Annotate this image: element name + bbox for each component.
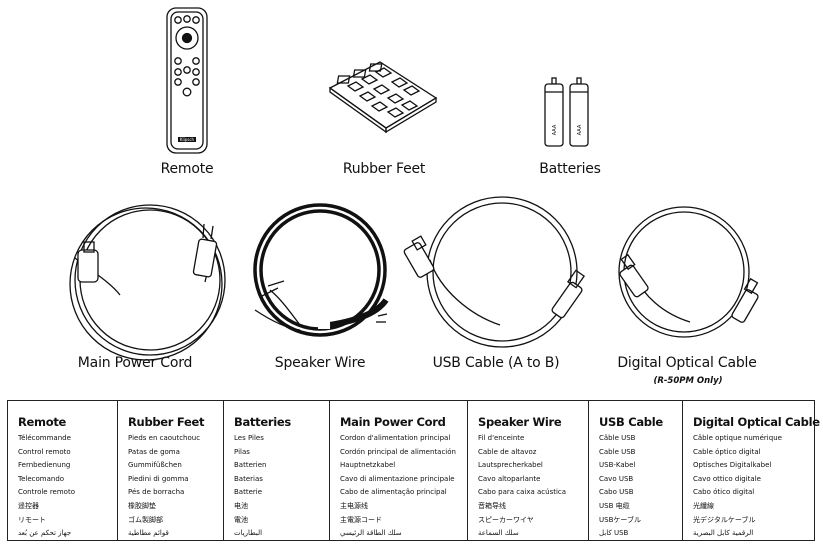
translation-entry: Pieds en caoutchouc (128, 434, 201, 442)
power-cord-icon (69, 204, 226, 361)
column-heading: Remote (18, 415, 67, 429)
translation-list: Les Piles Pilas Batterien Baterias Batte… (234, 432, 329, 541)
speaker-wire-icon (253, 203, 389, 337)
table-column-speaker-wire: Speaker Wire Fil d'enceinte Cable de alt… (468, 401, 589, 540)
speaker-wire-label: Speaker Wire (274, 355, 366, 371)
translation-entry: Batterien (234, 461, 267, 470)
translation-entry: سلك الطاقة الرئيسي (340, 529, 402, 538)
svg-text:AAA: AAA (577, 124, 583, 135)
translation-entry: كابل USB (599, 529, 629, 538)
translation-list: Fil d'enceinte Cable de altavoz Lautspre… (478, 432, 588, 541)
translation-entry: 橡胶脚垫 (128, 501, 156, 510)
translation-entry: Pilas (234, 447, 250, 456)
translation-entry: 主电源线 (340, 501, 368, 510)
translation-entry: ゴム製脚部 (128, 515, 163, 524)
column-heading: Main Power Cord (340, 415, 446, 429)
translation-entry: 主電源コード (340, 515, 382, 524)
optical-cable-icon (618, 206, 759, 338)
translation-entry: Batterie (234, 488, 263, 497)
translation-entry: Lautsprecherkabel (478, 461, 543, 470)
translation-entry: Cable USB (599, 447, 636, 456)
main-power-cord-label: Main Power Cord (77, 355, 193, 371)
translation-entry: Controle remoto (18, 488, 75, 497)
optical-cable-model-note: (R-50PM Only) (653, 376, 723, 386)
table-column-rubber-feet: Rubber Feet Pieds en caoutchouc Patas de… (118, 401, 224, 540)
translation-entry: Cabo para caixa acústica (478, 488, 567, 497)
remote-logo: Klipsch (180, 137, 195, 142)
translation-entry: 光デジタルケーブル (693, 515, 756, 524)
translation-entry: Optisches Digitalkabel (693, 461, 772, 470)
translation-entry: Cable de altavoz (478, 447, 537, 456)
translation-entry: Cavo di alimentazione principale (340, 474, 455, 483)
translation-entry: Gummifüßchen (128, 461, 182, 470)
translation-entry: Piedini di gomma (128, 474, 189, 483)
table-column-batteries: Batteries Les Piles Pilas Batterien Bate… (224, 401, 330, 540)
table-column-remote: Remote Télécommande Control remoto Fernb… (8, 401, 118, 540)
translation-entry: Telecomando (18, 474, 65, 483)
translation-entry: USB-Kabel (599, 461, 636, 470)
translation-list: Télécommande Control remoto Fernbedienun… (18, 432, 117, 541)
table-column-digital-optical-cable: Digital Optical Cable Câble optique numé… (683, 401, 820, 541)
svg-text:AAA: AAA (552, 124, 558, 135)
translation-entry: 音箱导线 (478, 501, 506, 510)
batteries-icon: AAA AAA (544, 77, 589, 147)
translation-entry: جهاز تحكم عن بُعد (18, 529, 72, 538)
translation-entry: USB 电缆 (599, 501, 630, 510)
column-heading: Batteries (234, 415, 291, 429)
remote-label: Remote (160, 161, 214, 177)
accessory-illustrations: Klipsch AAA AAA (69, 7, 759, 361)
translation-entry: USBケーブル (599, 515, 641, 524)
table-column-usb-cable: USB Cable Câble USB Cable USB USB-Kabel … (589, 401, 683, 540)
column-heading: Rubber Feet (128, 415, 205, 429)
translation-entry: Cable óptico digital (693, 447, 761, 456)
translation-entry: Fernbedienung (18, 461, 71, 470)
digital-optical-cable-label: Digital Optical Cable (617, 355, 757, 371)
translation-entry: Cavo USB (599, 474, 634, 483)
translation-list: Pieds en caoutchouc Patas de goma Gummif… (128, 432, 223, 541)
translation-entry: سلك السماعة (478, 529, 519, 538)
translation-entry: قوائم مطاطية (128, 529, 169, 538)
translation-entry: Cordon d'alimentation principal (340, 434, 451, 442)
translation-entry: Câble USB (599, 434, 636, 442)
translation-entry: Cabo USB (599, 488, 634, 497)
translation-entry: 电池 (234, 501, 248, 510)
usb-cable-icon (403, 196, 586, 348)
translation-entry: 電池 (234, 515, 248, 524)
translation-list: Câble optique numérique Cable óptico dig… (693, 432, 814, 541)
translation-entry: Fil d'enceinte (478, 434, 525, 442)
translation-table: Remote Télécommande Control remoto Fernb… (7, 400, 820, 541)
usb-cable-label: USB Cable (A to B) (432, 355, 560, 371)
translation-entry: Cordón principal de alimentación (340, 447, 456, 456)
column-heading: Speaker Wire (478, 415, 562, 429)
translation-entry: Cabo de alimentação principal (340, 488, 447, 497)
translation-entry: Câble optique numérique (693, 434, 782, 442)
batteries-label: Batteries (539, 161, 601, 177)
translation-entry: リモート (18, 515, 46, 524)
translation-entry: Baterias (234, 474, 263, 483)
column-heading: USB Cable (599, 415, 663, 429)
translation-entry: Télécommande (18, 434, 71, 442)
translation-entry: 光纖線 (693, 501, 714, 510)
translation-entry: スピーカーワイヤ (478, 515, 534, 524)
translation-entry: Cavo altoparlante (478, 474, 541, 483)
table-column-main-power-cord: Main Power Cord Cordon d'alimentation pr… (330, 401, 468, 540)
remote-icon: Klipsch (166, 7, 208, 154)
translation-entry: Cabo ótico digital (693, 488, 755, 497)
translation-entry: Patas de goma (128, 447, 180, 456)
translation-entry: Hauptnetzkabel (340, 461, 396, 470)
translation-list: Cordon d'alimentation principal Cordón p… (340, 432, 467, 541)
translation-entry: البطاريات (234, 529, 263, 538)
translation-entry: Cavo ottico digitale (693, 474, 761, 483)
translation-entry: الرقمية كابل البصرية (693, 529, 754, 538)
translation-entry: 遥控器 (18, 501, 39, 510)
translation-entry: Pés de borracha (128, 488, 185, 497)
column-heading: Digital Optical Cable (693, 415, 820, 429)
translation-entry: Control remoto (18, 447, 71, 456)
rubber-feet-icon (328, 61, 438, 134)
rubber-feet-label: Rubber Feet (342, 161, 426, 177)
translation-list: Câble USB Cable USB USB-Kabel Cavo USB C… (599, 432, 682, 541)
translation-entry: Les Piles (234, 434, 264, 442)
